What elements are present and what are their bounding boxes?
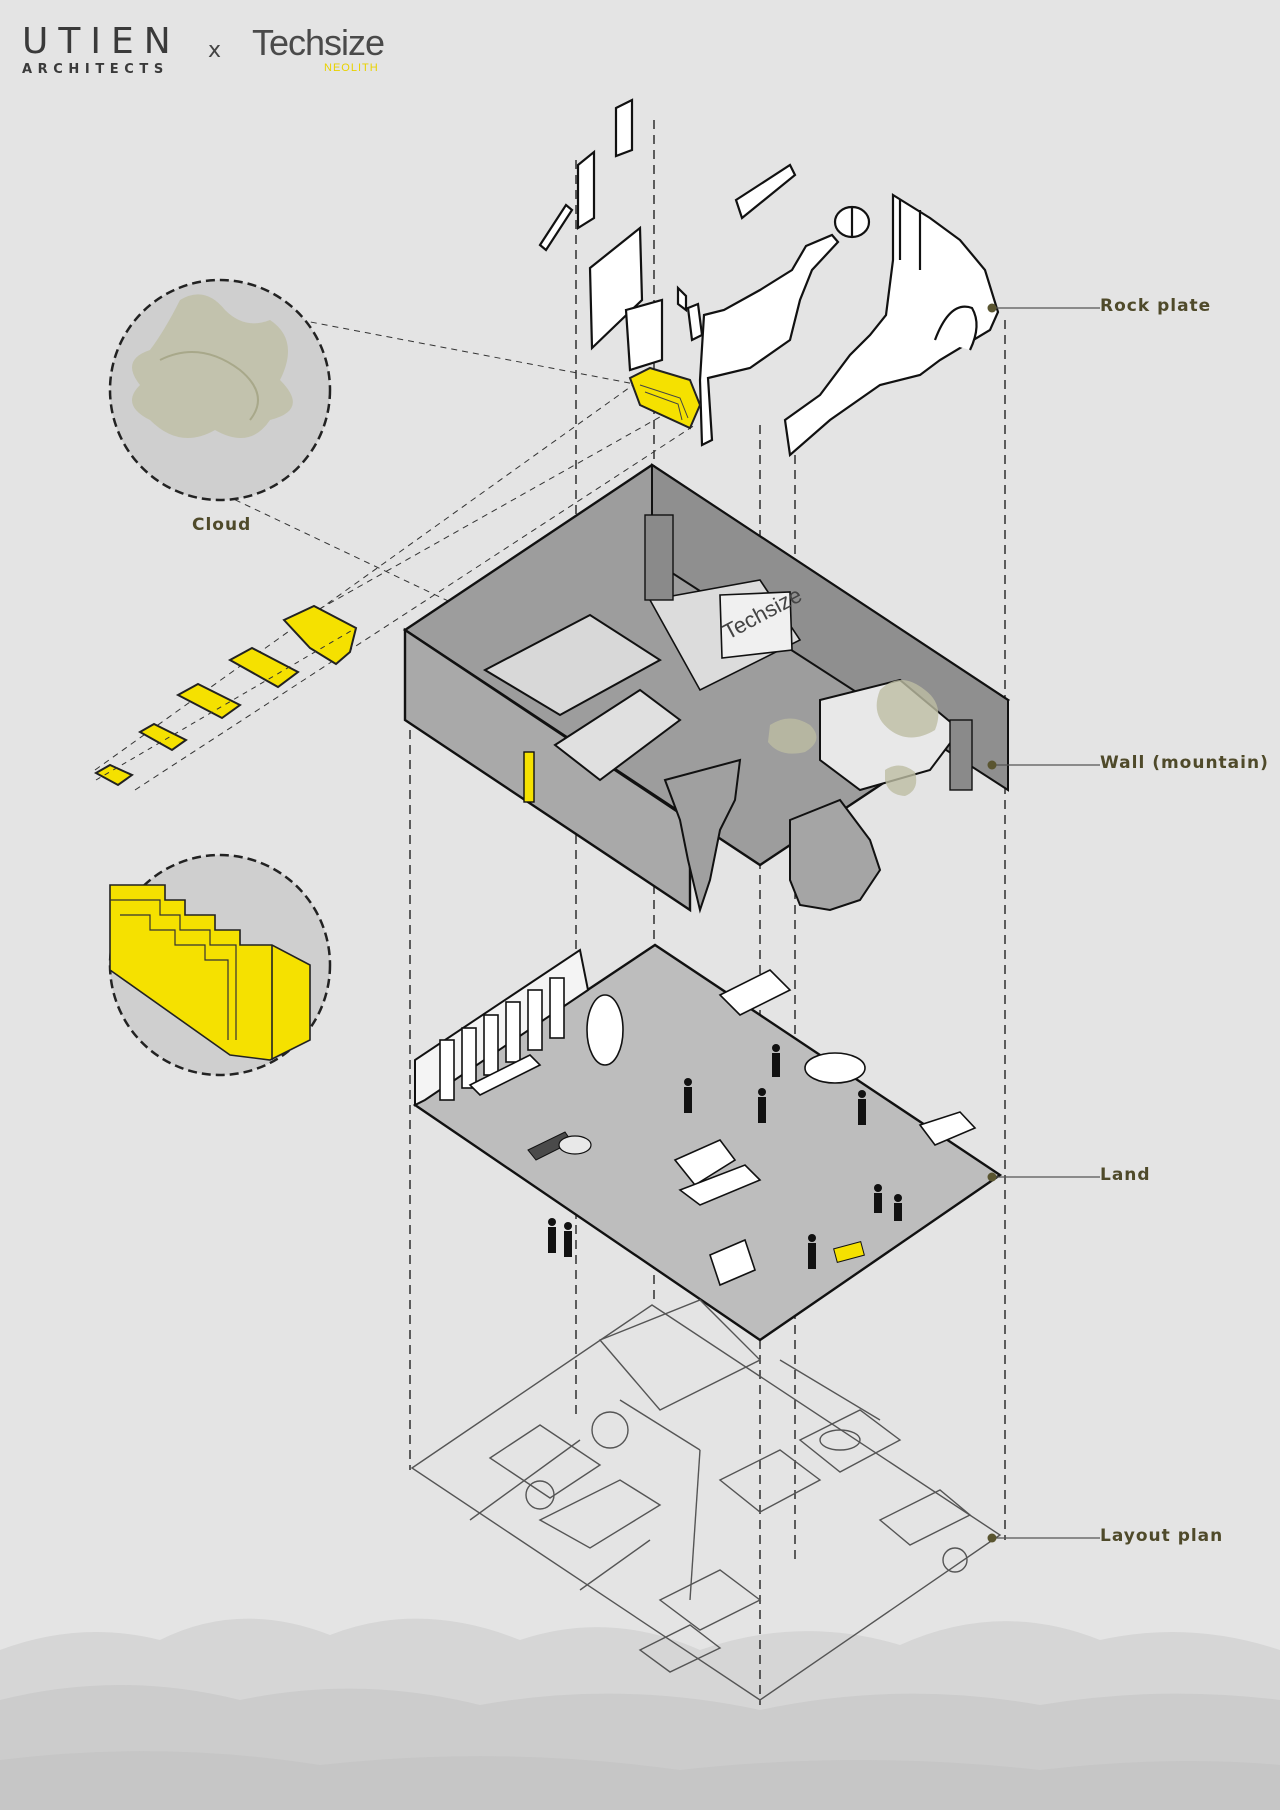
cloud-block-yellow bbox=[628, 366, 702, 430]
utien-architects-logo: UTIEN ARCHITECTS bbox=[22, 21, 182, 78]
stone-detail-circle bbox=[108, 853, 332, 1077]
wall-mountain-layer: Techsize bbox=[402, 463, 1011, 914]
label-leader-dots bbox=[987, 303, 997, 1543]
layout-plan-label: Layout plan bbox=[1100, 1526, 1224, 1546]
architects-wordmark: ARCHITECTS bbox=[22, 62, 169, 77]
cloud-strip-guide bbox=[95, 627, 357, 781]
techsize-logo: Techsize bbox=[252, 22, 385, 63]
logo-separator: x bbox=[208, 38, 222, 63]
rock-plate-label: Rock plate bbox=[1100, 296, 1212, 316]
yellow-cloud-strips bbox=[93, 604, 358, 787]
label-leader-lines bbox=[992, 307, 1100, 1539]
mountain-mist-background bbox=[0, 1618, 1280, 1810]
cloud-detail-circle bbox=[108, 278, 332, 502]
wall-mountain-label: Wall (mountain) bbox=[1100, 753, 1269, 773]
land-layer bbox=[412, 943, 1003, 1342]
human-figures bbox=[548, 1044, 902, 1269]
neolith-logo: NEOLITH bbox=[324, 62, 379, 74]
utien-wordmark: UTIEN bbox=[22, 21, 181, 62]
rock-plate-layer bbox=[538, 98, 1000, 458]
layout-plan-layer bbox=[410, 1299, 1002, 1701]
cloud-label: Cloud bbox=[192, 515, 252, 535]
land-label: Land bbox=[1100, 1165, 1151, 1185]
